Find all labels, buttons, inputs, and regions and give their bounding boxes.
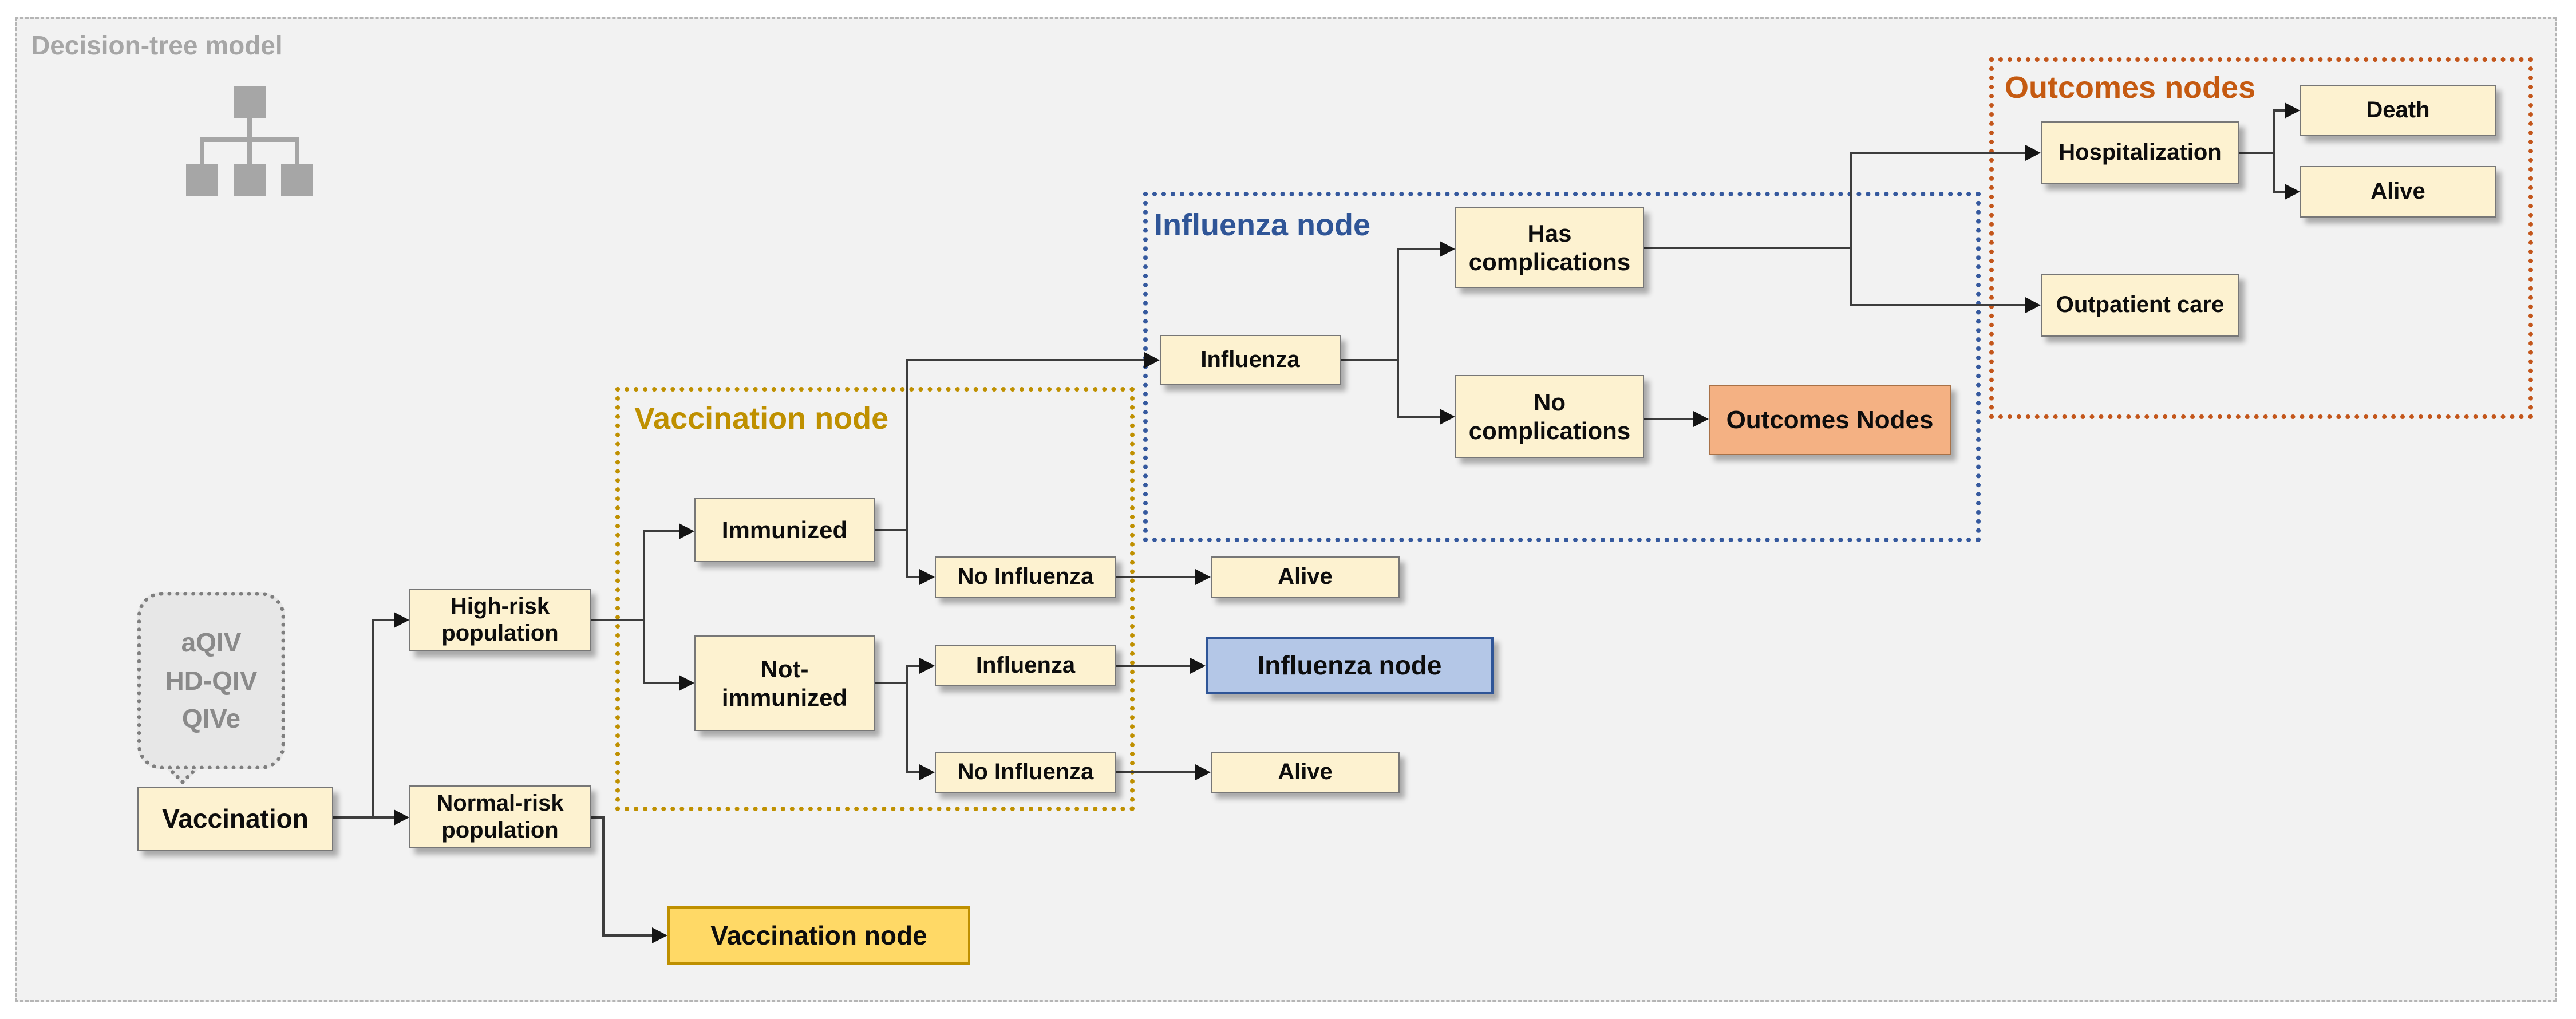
arrowhead-icon — [2285, 184, 2300, 200]
arrowhead-icon — [2285, 102, 2300, 119]
node-death: Death — [2300, 85, 2496, 136]
node-outcomes-nodes-reference: Outcomes Nodes — [1709, 385, 1951, 455]
outcomes-nodes-region — [1989, 57, 2533, 419]
vaccination-node-region — [615, 387, 1135, 811]
arrowhead-icon — [394, 809, 409, 826]
arrowhead-icon — [652, 927, 667, 943]
influenza-node-region-title: Influenza node — [1154, 208, 1370, 242]
arrowhead-icon — [679, 675, 694, 691]
arrowhead-icon — [919, 569, 935, 585]
node-influenza-main: Influenza — [1160, 335, 1341, 385]
node-no-complications: No complications — [1455, 375, 1644, 458]
node-vaccination-node-reference: Vaccination node — [667, 906, 970, 965]
node-immunized: Immunized — [694, 498, 875, 562]
node-no-influenza-bottom: No Influenza — [935, 752, 1116, 793]
node-has-complications: Has complications — [1455, 207, 1644, 288]
arrowhead-icon — [1144, 352, 1160, 368]
vaccine-name: QIVe — [181, 704, 241, 734]
arrowhead-icon — [1195, 569, 1211, 585]
node-alive-bottom: Alive — [1211, 752, 1400, 793]
node-no-influenza-top: No Influenza — [935, 556, 1116, 598]
node-normal-risk-population: Normal-risk population — [409, 785, 591, 848]
arrowhead-icon — [394, 612, 409, 628]
arrowhead-icon — [919, 658, 935, 674]
node-influenza-not-immunized: Influenza — [935, 645, 1116, 686]
vaccine-name: HD-QIV — [165, 665, 258, 696]
node-alive-outcomes: Alive — [2300, 166, 2496, 218]
vaccine-name: aQIV — [181, 627, 242, 658]
arrowhead-icon — [1440, 409, 1455, 425]
arrowhead-icon — [1440, 241, 1455, 257]
vaccine-legend-bubble: aQIV HD-QIV QIVe — [137, 592, 285, 769]
node-outpatient-care: Outpatient care — [2041, 274, 2239, 337]
arrowhead-icon — [679, 523, 694, 539]
node-alive-top: Alive — [1211, 556, 1400, 598]
arrowhead-icon — [1190, 658, 1206, 674]
arrowhead-icon — [1693, 411, 1709, 427]
node-hospitalization: Hospitalization — [2041, 121, 2239, 184]
figure-title: Decision-tree model — [31, 30, 283, 60]
vaccination-node-region-title: Vaccination node — [634, 401, 889, 436]
outcomes-nodes-region-title: Outcomes nodes — [2005, 70, 2256, 105]
node-high-risk-population: High-risk population — [409, 589, 591, 651]
node-not-immunized: Not-immunized — [694, 635, 875, 731]
node-influenza-node-reference: Influenza node — [1206, 637, 1494, 694]
arrowhead-icon — [919, 764, 935, 780]
arrowhead-icon — [2025, 145, 2041, 161]
arrowhead-icon — [1195, 764, 1211, 780]
arrowhead-icon — [2025, 297, 2041, 313]
node-vaccination: Vaccination — [137, 787, 333, 851]
